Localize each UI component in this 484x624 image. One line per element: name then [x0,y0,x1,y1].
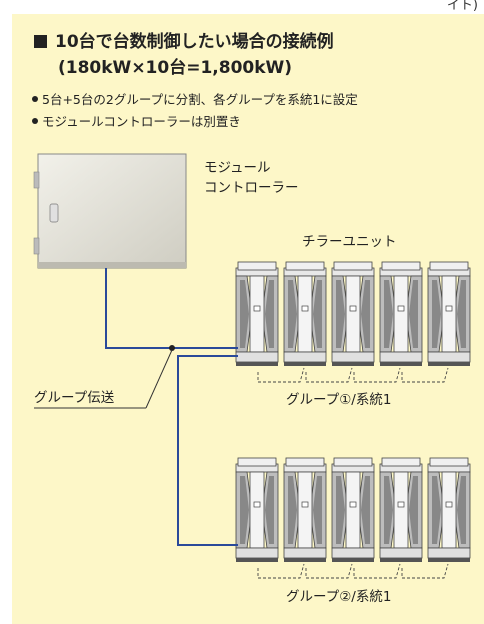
bullet-item: 5台+5台の2グループに分割、各グループを系統1に設定 [32,91,358,109]
controller-label-line2: コントローラー [204,180,299,196]
bullet-dot-icon [32,118,38,124]
bullet-item: モジュールコントローラーは別置き [32,113,241,131]
title-text: 10台で台数制御したい場合の接続例 [55,32,334,52]
chiller-unit-label: チラーユニット [302,234,397,250]
module-controller-cabinet [33,153,187,269]
group-transmission-label: グループ伝送 [34,390,115,406]
section-subtitle: (180kW×10台=1,800kW) [58,58,293,78]
square-bullet-icon [34,35,47,48]
group-transmission-wire [105,268,238,546]
controller-label-line1: モジュール [204,160,271,176]
corner-text: イト) [446,0,478,13]
chiller-group-1 [235,261,471,367]
bullet-text: モジュールコントローラーは別置き [42,114,241,129]
chiller-group-2 [235,457,471,563]
group2-label: グループ②/系統1 [286,589,392,605]
unit-link-group-2 [257,563,449,579]
section-title: 10台で台数制御したい場合の接続例 [34,30,334,54]
unit-link-group-1 [257,367,449,383]
bullet-dot-icon [32,96,38,102]
leader-line [145,349,173,409]
junction-dot [169,345,175,351]
group1-label: グループ①/系統1 [286,392,392,408]
bullet-text: 5台+5台の2グループに分割、各グループを系統1に設定 [42,92,358,107]
